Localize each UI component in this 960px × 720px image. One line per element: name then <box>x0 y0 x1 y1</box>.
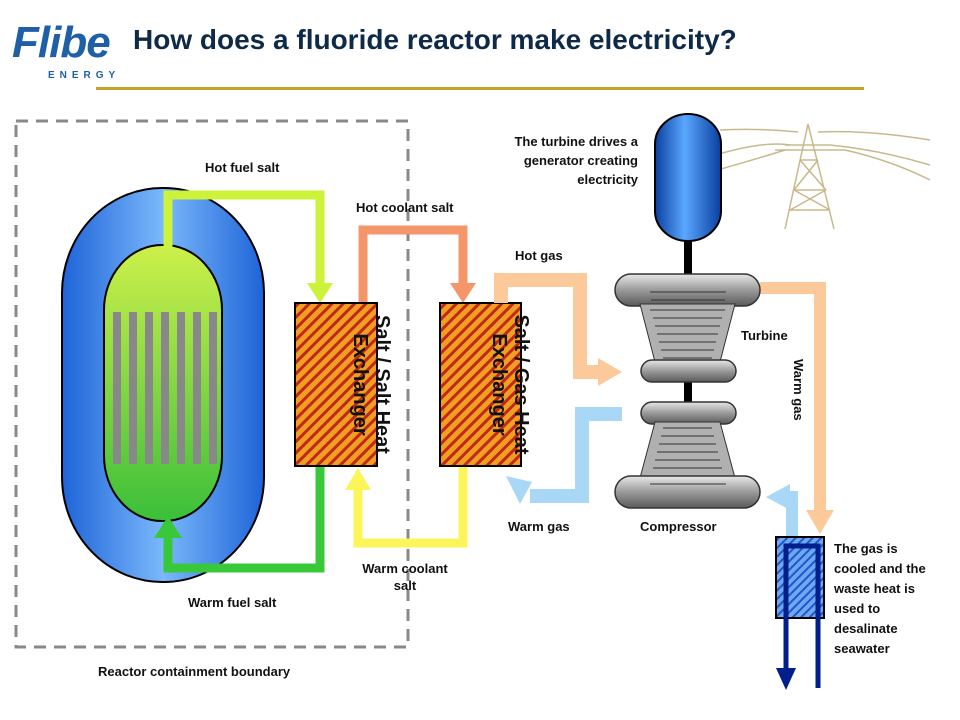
desalination-note-1: The gas is <box>834 541 898 556</box>
hot-fuel-salt-arrowhead <box>307 283 333 303</box>
desalination-note-6: seawater <box>834 641 890 656</box>
flibe-energy-logo: Flibe ENERGY <box>8 18 118 92</box>
warm-gas-right-pipe <box>760 282 826 512</box>
desalination-note-5: desalinate <box>834 621 898 636</box>
hot-gas-label: Hot gas <box>515 248 563 263</box>
turbine-top-ring <box>614 273 761 307</box>
compressor-label: Compressor <box>640 519 717 534</box>
hot-gas-arrowhead <box>598 358 622 386</box>
warm-coolant-salt-label-2: salt <box>393 578 417 593</box>
hot-fuel-salt-pipe <box>163 190 325 285</box>
salt-gas-exchanger-label-1: Salt / Gas Heat <box>510 314 532 455</box>
desalination-note-2: cooled and the <box>834 561 926 576</box>
warm-gas-return-arrowhead <box>506 476 532 504</box>
turbine-label: Turbine <box>741 328 788 343</box>
warm-gas-left-label: Warm gas <box>508 519 570 534</box>
compressor-body <box>639 421 736 479</box>
title-underline <box>96 87 864 90</box>
salt-gas-exchanger-label-2: Exchanger <box>488 333 510 436</box>
compressor-top-ring <box>640 401 737 425</box>
power-tower-icon <box>699 123 931 230</box>
turbine-blades <box>650 291 726 485</box>
seawater-pipe <box>783 543 821 688</box>
hot-coolant-salt-arrowhead <box>450 283 476 303</box>
control-rods <box>113 312 217 464</box>
salt-salt-exchanger-label-1: Salt / Salt Heat <box>371 315 393 454</box>
cold-gas-arrowhead <box>766 484 790 510</box>
salt-gas-exchanger-label: Salt / Gas Heat Exchanger <box>488 303 532 466</box>
warm-fuel-salt-pipe <box>163 466 325 573</box>
salt-salt-exchanger <box>294 302 378 467</box>
warm-coolant-salt-arrowhead <box>345 468 371 490</box>
hot-coolant-salt-pipe <box>358 225 468 303</box>
warm-fuel-salt-arrowhead <box>154 516 182 538</box>
turbine-body <box>639 303 736 363</box>
containment-label: Reactor containment boundary <box>98 664 291 679</box>
turbine-note-line-2: generator creating <box>523 153 638 168</box>
warm-coolant-salt-label-1: Warm coolant <box>362 561 448 576</box>
logo-wordmark: Flibe <box>12 18 111 67</box>
warm-gas-return-pipe <box>530 407 622 503</box>
compressor-bottom-ring <box>614 475 761 509</box>
warm-fuel-salt-label: Warm fuel salt <box>188 595 277 610</box>
warm-coolant-salt-pipe <box>353 466 468 548</box>
turbine-note-line-3: electricity <box>577 172 638 187</box>
seawater-arrowhead <box>776 668 796 690</box>
warm-gas-right-arrowhead <box>806 510 834 534</box>
desalination-note-4: used to <box>834 601 881 616</box>
page-title: How does a fluoride reactor make electri… <box>133 24 737 55</box>
hot-gas-pipe <box>494 273 600 379</box>
generator <box>654 113 722 242</box>
hot-fuel-salt-label: Hot fuel salt <box>205 160 280 175</box>
desalination-note-3: waste heat is <box>834 581 915 596</box>
salt-gas-exchanger <box>439 302 522 467</box>
turbine-note-line-1: The turbine drives a <box>514 134 638 149</box>
turbine-bottom-ring <box>640 359 737 383</box>
salt-salt-exchanger-label-2: Exchanger <box>349 333 371 436</box>
warm-gas-right-label: Warm gas <box>791 359 806 421</box>
hot-coolant-salt-label: Hot coolant salt <box>356 200 454 215</box>
salt-salt-exchanger-label: Salt / Salt Heat Exchanger <box>349 303 393 466</box>
logo-subtitle: ENERGY <box>48 70 121 81</box>
